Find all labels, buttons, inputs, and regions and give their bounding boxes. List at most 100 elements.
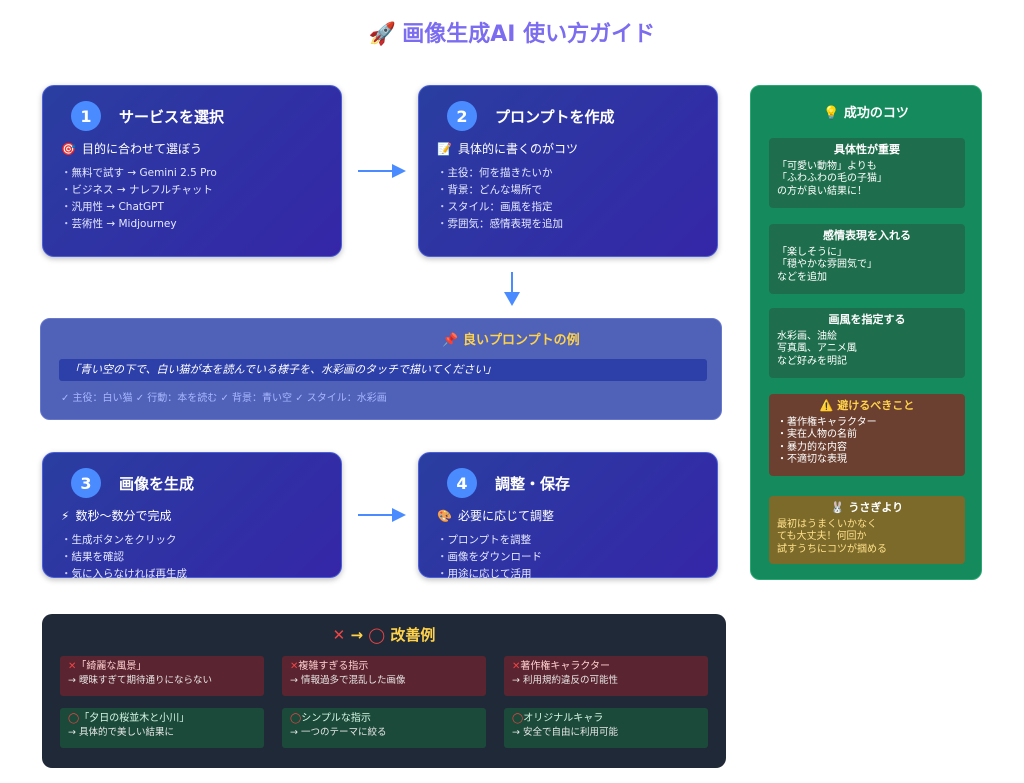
- good-example-desc: → 安全で自由に利用可能: [512, 727, 618, 738]
- good-example-desc: → 一つのテーマに絞る: [290, 727, 387, 738]
- step-title: サービスを選択: [119, 107, 225, 126]
- list-item: 主役：何を描きたいか: [437, 165, 699, 182]
- step-number: 1: [71, 101, 101, 131]
- step-title: 画像を生成: [119, 474, 195, 493]
- tip-body: 「楽しそうに」 「穏やかな雰囲気で」 などを追加: [777, 246, 877, 283]
- list-item: プロンプトを調整: [437, 532, 699, 549]
- step-title: 調整・保存: [495, 474, 571, 493]
- step-number: 4: [447, 468, 477, 498]
- arrow-icon: →: [350, 626, 364, 644]
- step-list: 主役：何を描きたいか 背景：どんな場所で スタイル：画風を指定 雰囲気：感情表現…: [437, 165, 699, 233]
- tip-card: 画風を指定する 水彩画、油絵 写真風、アニメ風 など好みを明記: [769, 308, 965, 378]
- page-title-text: 画像生成AI 使い方ガイド: [402, 22, 656, 47]
- tip-body: 水彩画、油絵 写真風、アニメ風 など好みを明記: [777, 330, 857, 367]
- avoid-card: ⚠️ 避けるべきこと ・著作権キャラクター ・実在人物の名前 ・暴力的な内容 ・…: [769, 394, 965, 476]
- tip-body: 「可愛い動物」よりも 「ふわふわの毛の子猫」 の方が良い結果に！: [777, 160, 887, 197]
- step-subtitle: ⚡ 数秒〜数分で完成: [61, 507, 323, 524]
- step-card-4: 4 調整・保存 🎨 必要に応じて調整 プロンプトを調整 画像をダウンロード 用途…: [418, 452, 718, 580]
- good-example-head: オリジナルキャラ: [523, 713, 604, 724]
- bad-example-head: 「綺麗な風景」: [76, 661, 147, 672]
- bad-example: ✕複雑すぎる指示 → 情報過多で混乱した画像: [282, 656, 486, 696]
- list-item: 画像をダウンロード: [437, 549, 699, 566]
- tip-body: ・著作権キャラクター ・実在人物の名前 ・暴力的な内容 ・不適切な表現: [777, 416, 877, 466]
- list-item: ビジネス → ナレフルチャット: [61, 182, 323, 199]
- improvement-title-text: 改善例: [390, 626, 436, 644]
- good-example-head: シンプルな指示: [301, 713, 371, 724]
- improvement-title: ✕ → ◯ 改善例: [42, 624, 726, 645]
- list-item: 用途に応じて活用: [437, 566, 699, 583]
- step-subtitle: 🎯 目的に合わせて選ぼう: [61, 140, 323, 157]
- cross-icon: ✕: [512, 661, 521, 672]
- step-subtitle: 📝 具体的に書くのがコツ: [437, 140, 699, 157]
- bad-example: ✕著作権キャラクター → 利用規約違反の可能性: [504, 656, 708, 696]
- tip-card: 感情表現を入れる 「楽しそうに」 「穏やかな雰囲気で」 などを追加: [769, 224, 965, 294]
- bad-example-desc: → 利用規約違反の可能性: [512, 675, 618, 686]
- step-number: 3: [71, 468, 101, 498]
- step-list: 無料で試す → Gemini 2.5 Pro ビジネス → ナレフルチャット 汎…: [61, 165, 323, 233]
- lightning-icon: ⚡: [61, 508, 70, 523]
- list-item: スタイル：画風を指定: [437, 199, 699, 216]
- list-item: 背景：どんな場所で: [437, 182, 699, 199]
- tip-title: 具体性が重要: [834, 143, 900, 156]
- tip-title: 感情表現を入れる: [823, 229, 911, 242]
- bad-example-head: 著作権キャラクター: [520, 661, 610, 672]
- arrow-right-icon: [358, 508, 408, 522]
- warning-icon: ⚠️: [819, 399, 834, 412]
- step-list: 生成ボタンをクリック 結果を確認 気に入らなければ再生成: [61, 532, 323, 583]
- step-subtitle-text: 具体的に書くのがコツ: [457, 142, 578, 156]
- rabbit-note-card: 🐰 うさぎより 最初はうまくいかなく ても大丈夫！何回か 試すうちにコツが掴める: [769, 496, 965, 564]
- tip-title: 🐰 うさぎより: [777, 501, 957, 515]
- improvement-examples: ✕ → ◯ 改善例 ✕「綺麗な風景」 → 曖昧すぎて期待通りにならない ✕複雑す…: [42, 614, 726, 768]
- cross-icon: ✕: [68, 661, 77, 672]
- tip-title: 画風を指定する: [828, 313, 906, 326]
- list-item: 芸術性 → Midjourney: [61, 216, 323, 233]
- lightbulb-icon: 💡: [823, 106, 840, 121]
- list-item: 結果を確認: [61, 549, 323, 566]
- step-subtitle-text: 必要に応じて調整: [457, 509, 554, 523]
- arrow-down-icon: [504, 272, 520, 308]
- tip-title-text: うさぎより: [848, 501, 904, 514]
- step-card-3: 3 画像を生成 ⚡ 数秒〜数分で完成 生成ボタンをクリック 結果を確認 気に入ら…: [42, 452, 342, 580]
- bad-example-desc: → 曖昧すぎて期待通りにならない: [68, 675, 212, 686]
- circle-icon: ◯: [290, 713, 302, 724]
- good-example: ◯「夕日の桜並木と小川」 → 具体的で美しい結果に: [60, 708, 264, 748]
- good-example: ◯オリジナルキャラ → 安全で自由に利用可能: [504, 708, 708, 748]
- step-subtitle-text: 数秒〜数分で完成: [75, 509, 172, 523]
- example-title: 📌 良いプロンプトの例: [41, 329, 721, 348]
- pushpin-icon: 📌: [442, 333, 459, 348]
- page-title: 🚀画像生成AI 使い方ガイド: [0, 16, 1024, 48]
- example-title-text: 良いプロンプトの例: [463, 333, 580, 348]
- bad-example: ✕「綺麗な風景」 → 曖昧すぎて期待通りにならない: [60, 656, 264, 696]
- step-subtitle: 🎨 必要に応じて調整: [437, 507, 699, 524]
- rabbit-icon: 🐰: [830, 501, 845, 514]
- good-example-head: 「夕日の桜並木と小川」: [79, 713, 190, 724]
- bad-example-head: 複雑すぎる指示: [298, 661, 369, 672]
- tip-card: 具体性が重要 「可愛い動物」よりも 「ふわふわの毛の子猫」 の方が良い結果に！: [769, 138, 965, 208]
- arrow-right-icon: [358, 164, 408, 178]
- good-example-desc: → 具体的で美しい結果に: [68, 727, 174, 738]
- good-example: ◯シンプルな指示 → 一つのテーマに絞る: [282, 708, 486, 748]
- tip-body: 最初はうまくいかなく ても大丈夫！何回か 試すうちにコツが掴める: [777, 518, 887, 555]
- list-item: 雰囲気：感情表現を追加: [437, 216, 699, 233]
- list-item: 無料で試す → Gemini 2.5 Pro: [61, 165, 323, 182]
- step-card-2: 2 プロンプトを作成 📝 具体的に書くのがコツ 主役：何を描きたいか 背景：どん…: [418, 85, 718, 257]
- circle-icon: ◯: [368, 626, 386, 644]
- list-item: 生成ボタンをクリック: [61, 532, 323, 549]
- rocket-icon: 🚀: [368, 22, 397, 47]
- step-list: プロンプトを調整 画像をダウンロード 用途に応じて活用: [437, 532, 699, 583]
- list-item: 気に入らなければ再生成: [61, 566, 323, 583]
- step-number: 2: [447, 101, 477, 131]
- example-tags: ✓ 主役：白い猫 ✓ 行動：本を読む ✓ 背景：青い空 ✓ スタイル：水彩画: [61, 393, 387, 404]
- palette-icon: 🎨: [437, 508, 452, 523]
- success-tips-panel: 💡 成功のコツ 具体性が重要 「可愛い動物」よりも 「ふわふわの毛の子猫」 の方…: [750, 85, 982, 580]
- step-card-1: 1 サービスを選択 🎯 目的に合わせて選ぼう 無料で試す → Gemini 2.…: [42, 85, 342, 257]
- cross-icon: ✕: [290, 661, 299, 672]
- example-prompt-text: 「青い空の下で、白い猫が本を読んでいる様子を、水彩画のタッチで描いてください」: [59, 359, 707, 381]
- list-item: 汎用性 → ChatGPT: [61, 199, 323, 216]
- bad-example-desc: → 情報過多で混乱した画像: [290, 675, 406, 686]
- cross-icon: ✕: [332, 626, 346, 644]
- target-icon: 🎯: [61, 141, 76, 156]
- step-title: プロンプトを作成: [495, 107, 615, 126]
- circle-icon: ◯: [512, 713, 524, 724]
- circle-icon: ◯: [68, 713, 80, 724]
